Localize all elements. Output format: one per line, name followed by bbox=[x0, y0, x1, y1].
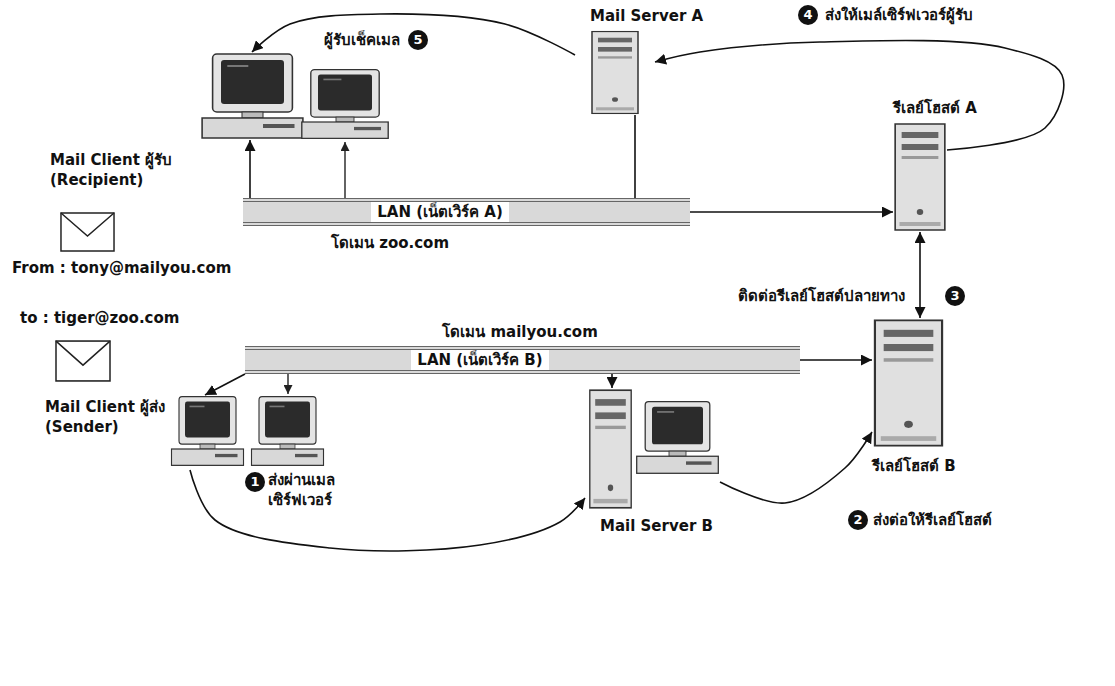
text-holder: Mail Server B bbox=[600, 516, 750, 536]
step-label: ส่งให้เมล์เซิร์ฟเวอร์ผู้รับ bbox=[825, 5, 1085, 25]
node-label: Mail Client ผู้รับ (Recipient) bbox=[50, 150, 198, 190]
text-holder: Mail Client ผู้ส่ง (Sender) bbox=[45, 397, 167, 437]
step-label: ส่งผ่านเมล เซิร์ฟเวอร์ bbox=[268, 470, 363, 510]
node-label: โดเมน mailyou.com bbox=[410, 322, 630, 342]
text-holder: 5 bbox=[408, 30, 428, 50]
text-holder: Mail Server A bbox=[590, 6, 730, 26]
text-holder: to : tiger@zoo.com bbox=[20, 308, 179, 328]
text-holder: รีเลย์โฮสต์ A bbox=[893, 98, 1033, 118]
flow-arrow bbox=[611, 374, 613, 388]
relay-host-node: รีเลย์โฮสต์ A bbox=[893, 122, 947, 232]
band-label: LAN (เน็ตเวิร์ค A) bbox=[371, 202, 509, 222]
address-label: to : tiger@zoo.com bbox=[20, 308, 179, 328]
flow-arrow bbox=[690, 211, 893, 213]
flow-arrow bbox=[720, 432, 872, 503]
relay-host-node: รีเลย์โฮสต์ B bbox=[872, 318, 945, 448]
flow-arrow bbox=[205, 374, 245, 395]
text-holder: 3 bbox=[945, 286, 965, 306]
callout-number: 4 bbox=[798, 5, 818, 25]
callout-number: 3 bbox=[945, 286, 965, 306]
text-holder: Mail Client ผู้รับ (Recipient) bbox=[50, 150, 198, 190]
envelope bbox=[61, 213, 114, 251]
text-holder: 2 bbox=[848, 510, 868, 530]
lan-band: โดเมน mailyou.comLAN (เน็ตเวิร์ค B) bbox=[245, 346, 800, 374]
flow-arrow bbox=[800, 359, 872, 361]
text-holder: ติดต่อรีเลย์โฮสต์ปลายทาง bbox=[655, 286, 905, 306]
lan-drop-arrow bbox=[344, 142, 345, 198]
text-holder: From : tony@mailyou.com bbox=[12, 258, 231, 278]
callout-number: 5 bbox=[408, 30, 428, 50]
callout-number: 2 bbox=[848, 510, 868, 530]
node-label: Mail Server A bbox=[590, 6, 730, 26]
text-holder: ส่งผ่านเมล เซิร์ฟเวอร์ bbox=[268, 470, 363, 510]
callout-number: 1 bbox=[245, 472, 265, 492]
flow-arrow bbox=[919, 232, 921, 318]
node-label: รีเลย์โฮสต์ B bbox=[872, 456, 1022, 476]
flow-arrow bbox=[655, 40, 1064, 150]
text-holder: ส่งต่อให้รีเลย์โฮสต์ bbox=[873, 510, 1093, 530]
text-holder: LAN (เน็ตเวิร์ค B) bbox=[411, 350, 548, 370]
computer bbox=[252, 397, 324, 466]
text-holder: 4 bbox=[798, 5, 818, 25]
text-holder: โดเมน mailyou.com bbox=[410, 322, 630, 342]
recipient-computer bbox=[202, 54, 303, 138]
text-holder: ผู้รับเช็คเมล bbox=[200, 30, 400, 50]
text-holder: LAN (เน็ตเวิร์ค A) bbox=[371, 202, 509, 222]
link-line bbox=[634, 115, 636, 198]
lan-band: LAN (เน็ตเวิร์ค A)โดเมน zoo.com bbox=[243, 198, 690, 226]
sender-computer bbox=[172, 397, 244, 466]
mail-client-node: Mail Client ผู้รับ (Recipient) bbox=[200, 52, 305, 140]
step-label: ผู้รับเช็คเมล bbox=[200, 30, 400, 50]
step-label: ติดต่อรีเลย์โฮสต์ปลายทาง bbox=[655, 286, 905, 306]
computer bbox=[302, 70, 388, 139]
text-holder: รีเลย์โฮสต์ B bbox=[872, 456, 1022, 476]
envelope bbox=[56, 341, 110, 381]
mail-server-node: Mail Server B bbox=[585, 388, 720, 510]
node-label: โดเมน zoo.com bbox=[290, 233, 490, 253]
flow-arrow bbox=[190, 470, 585, 551]
mail-server-b-monitor bbox=[637, 402, 719, 474]
step-label: ส่งต่อให้รีเลย์โฮสต์ bbox=[873, 510, 1093, 530]
node-label: Mail Server B bbox=[600, 516, 750, 536]
relay-host-b bbox=[875, 320, 942, 445]
mail-server-node: Mail Server A bbox=[575, 30, 655, 115]
flow-arrow bbox=[249, 140, 251, 198]
relay-host-a bbox=[895, 124, 945, 230]
mail-client-node: Mail Client ผู้ส่ง (Sender) bbox=[170, 395, 325, 470]
node-label: รีเลย์โฮสต์ A bbox=[893, 98, 1033, 118]
flow-arrow bbox=[252, 14, 575, 55]
text-holder: ส่งให้เมล์เซิร์ฟเวอร์ผู้รับ bbox=[825, 5, 1085, 25]
band-label: LAN (เน็ตเวิร์ค B) bbox=[411, 350, 548, 370]
address-label: From : tony@mailyou.com bbox=[12, 258, 231, 278]
mail-server-a bbox=[592, 32, 638, 114]
node-label: Mail Client ผู้ส่ง (Sender) bbox=[45, 397, 167, 437]
text-holder: โดเมน zoo.com bbox=[290, 233, 490, 253]
lan-drop-arrow bbox=[287, 374, 288, 394]
mail-server-b bbox=[590, 390, 631, 508]
text-holder: 1 bbox=[245, 472, 265, 492]
